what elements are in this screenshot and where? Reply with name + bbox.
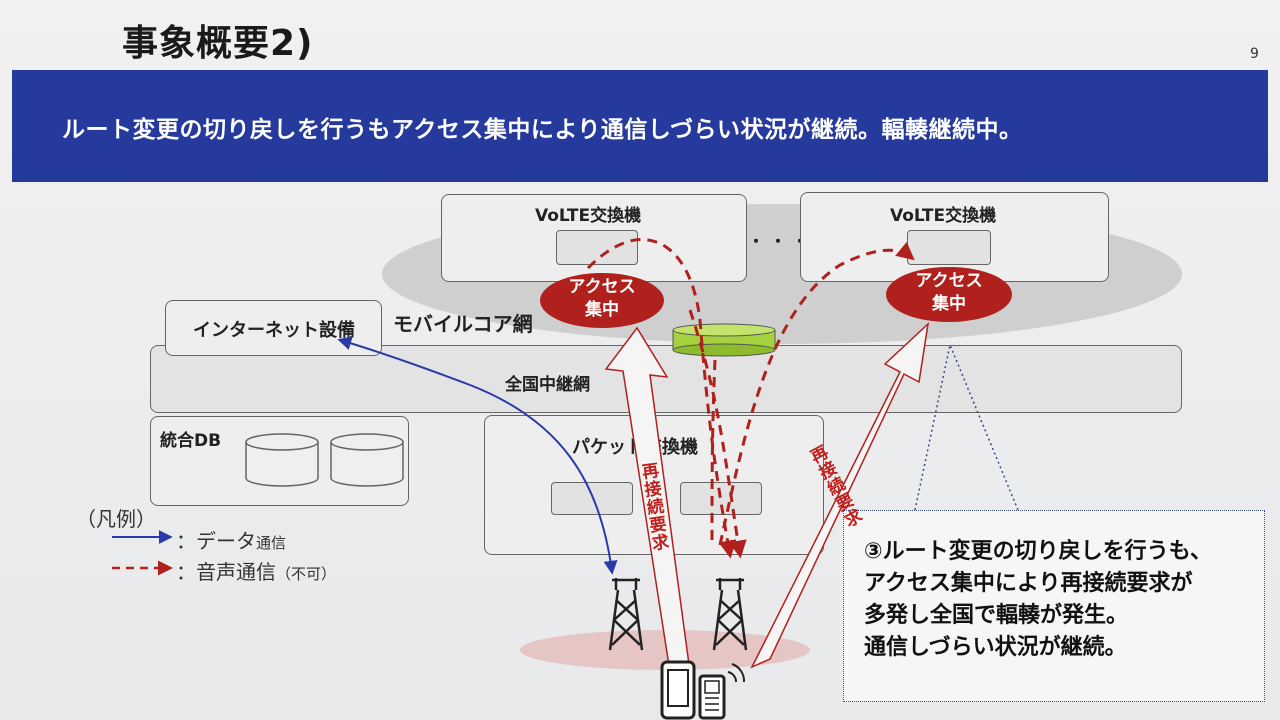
callout-line-4: 通信しづらい状況が継続。 xyxy=(864,635,1127,660)
packet-switch-module-right xyxy=(680,482,762,515)
volte-switch-left-label: VoLTE交換機 xyxy=(535,206,642,226)
callout-line-2: アクセス集中により再接続要求が xyxy=(864,571,1193,596)
callout-line-1: ③ルート変更の切り戻しを行うも、 xyxy=(864,539,1212,564)
antenna-right-icon xyxy=(712,578,748,651)
national-relay-network-label: 全国中継網 xyxy=(505,375,590,395)
legend-voice: ：音声通信（不可） xyxy=(176,560,337,584)
cell-area xyxy=(520,630,810,670)
access-concentration-left: アクセス 集中 xyxy=(540,273,664,328)
smartphone-icon xyxy=(660,660,696,720)
packet-switch-module-left xyxy=(551,482,633,515)
summary-banner-text: ルート変更の切り戻しを行うもアクセス集中により通信しづらい状況が継続。輻輳継続中… xyxy=(62,117,1023,143)
legend-data: ：データ通信 xyxy=(176,529,287,553)
callout-text: ③ルート変更の切り戻しを行うも、 アクセス集中により再接続要求が 多発し全国で輻… xyxy=(864,536,1212,664)
integrated-db-label: 統合DB xyxy=(160,431,222,451)
volte-switch-right-label: VoLTE交換機 xyxy=(890,206,997,226)
volte-left-module xyxy=(556,230,638,265)
page-title: 事象概要2) xyxy=(122,23,314,64)
antenna-left-icon xyxy=(608,578,644,651)
summary-banner xyxy=(12,70,1268,182)
legend-title: （凡例） xyxy=(76,507,156,531)
access-concentration-right: アクセス 集中 xyxy=(886,267,1012,322)
volte-right-module xyxy=(907,230,991,265)
page-number: 9 xyxy=(1250,46,1259,62)
callout-line-3: 多発し全国で輻輳が発生。 xyxy=(864,603,1129,628)
feature-phone-icon xyxy=(698,663,746,720)
ellipsis: ・・・ xyxy=(748,232,815,251)
mobile-core-label: モバイルコア網 xyxy=(393,312,533,336)
packet-switch-label: パケット交換機 xyxy=(572,437,698,458)
internet-facility-label: インターネット設備 xyxy=(193,320,355,341)
